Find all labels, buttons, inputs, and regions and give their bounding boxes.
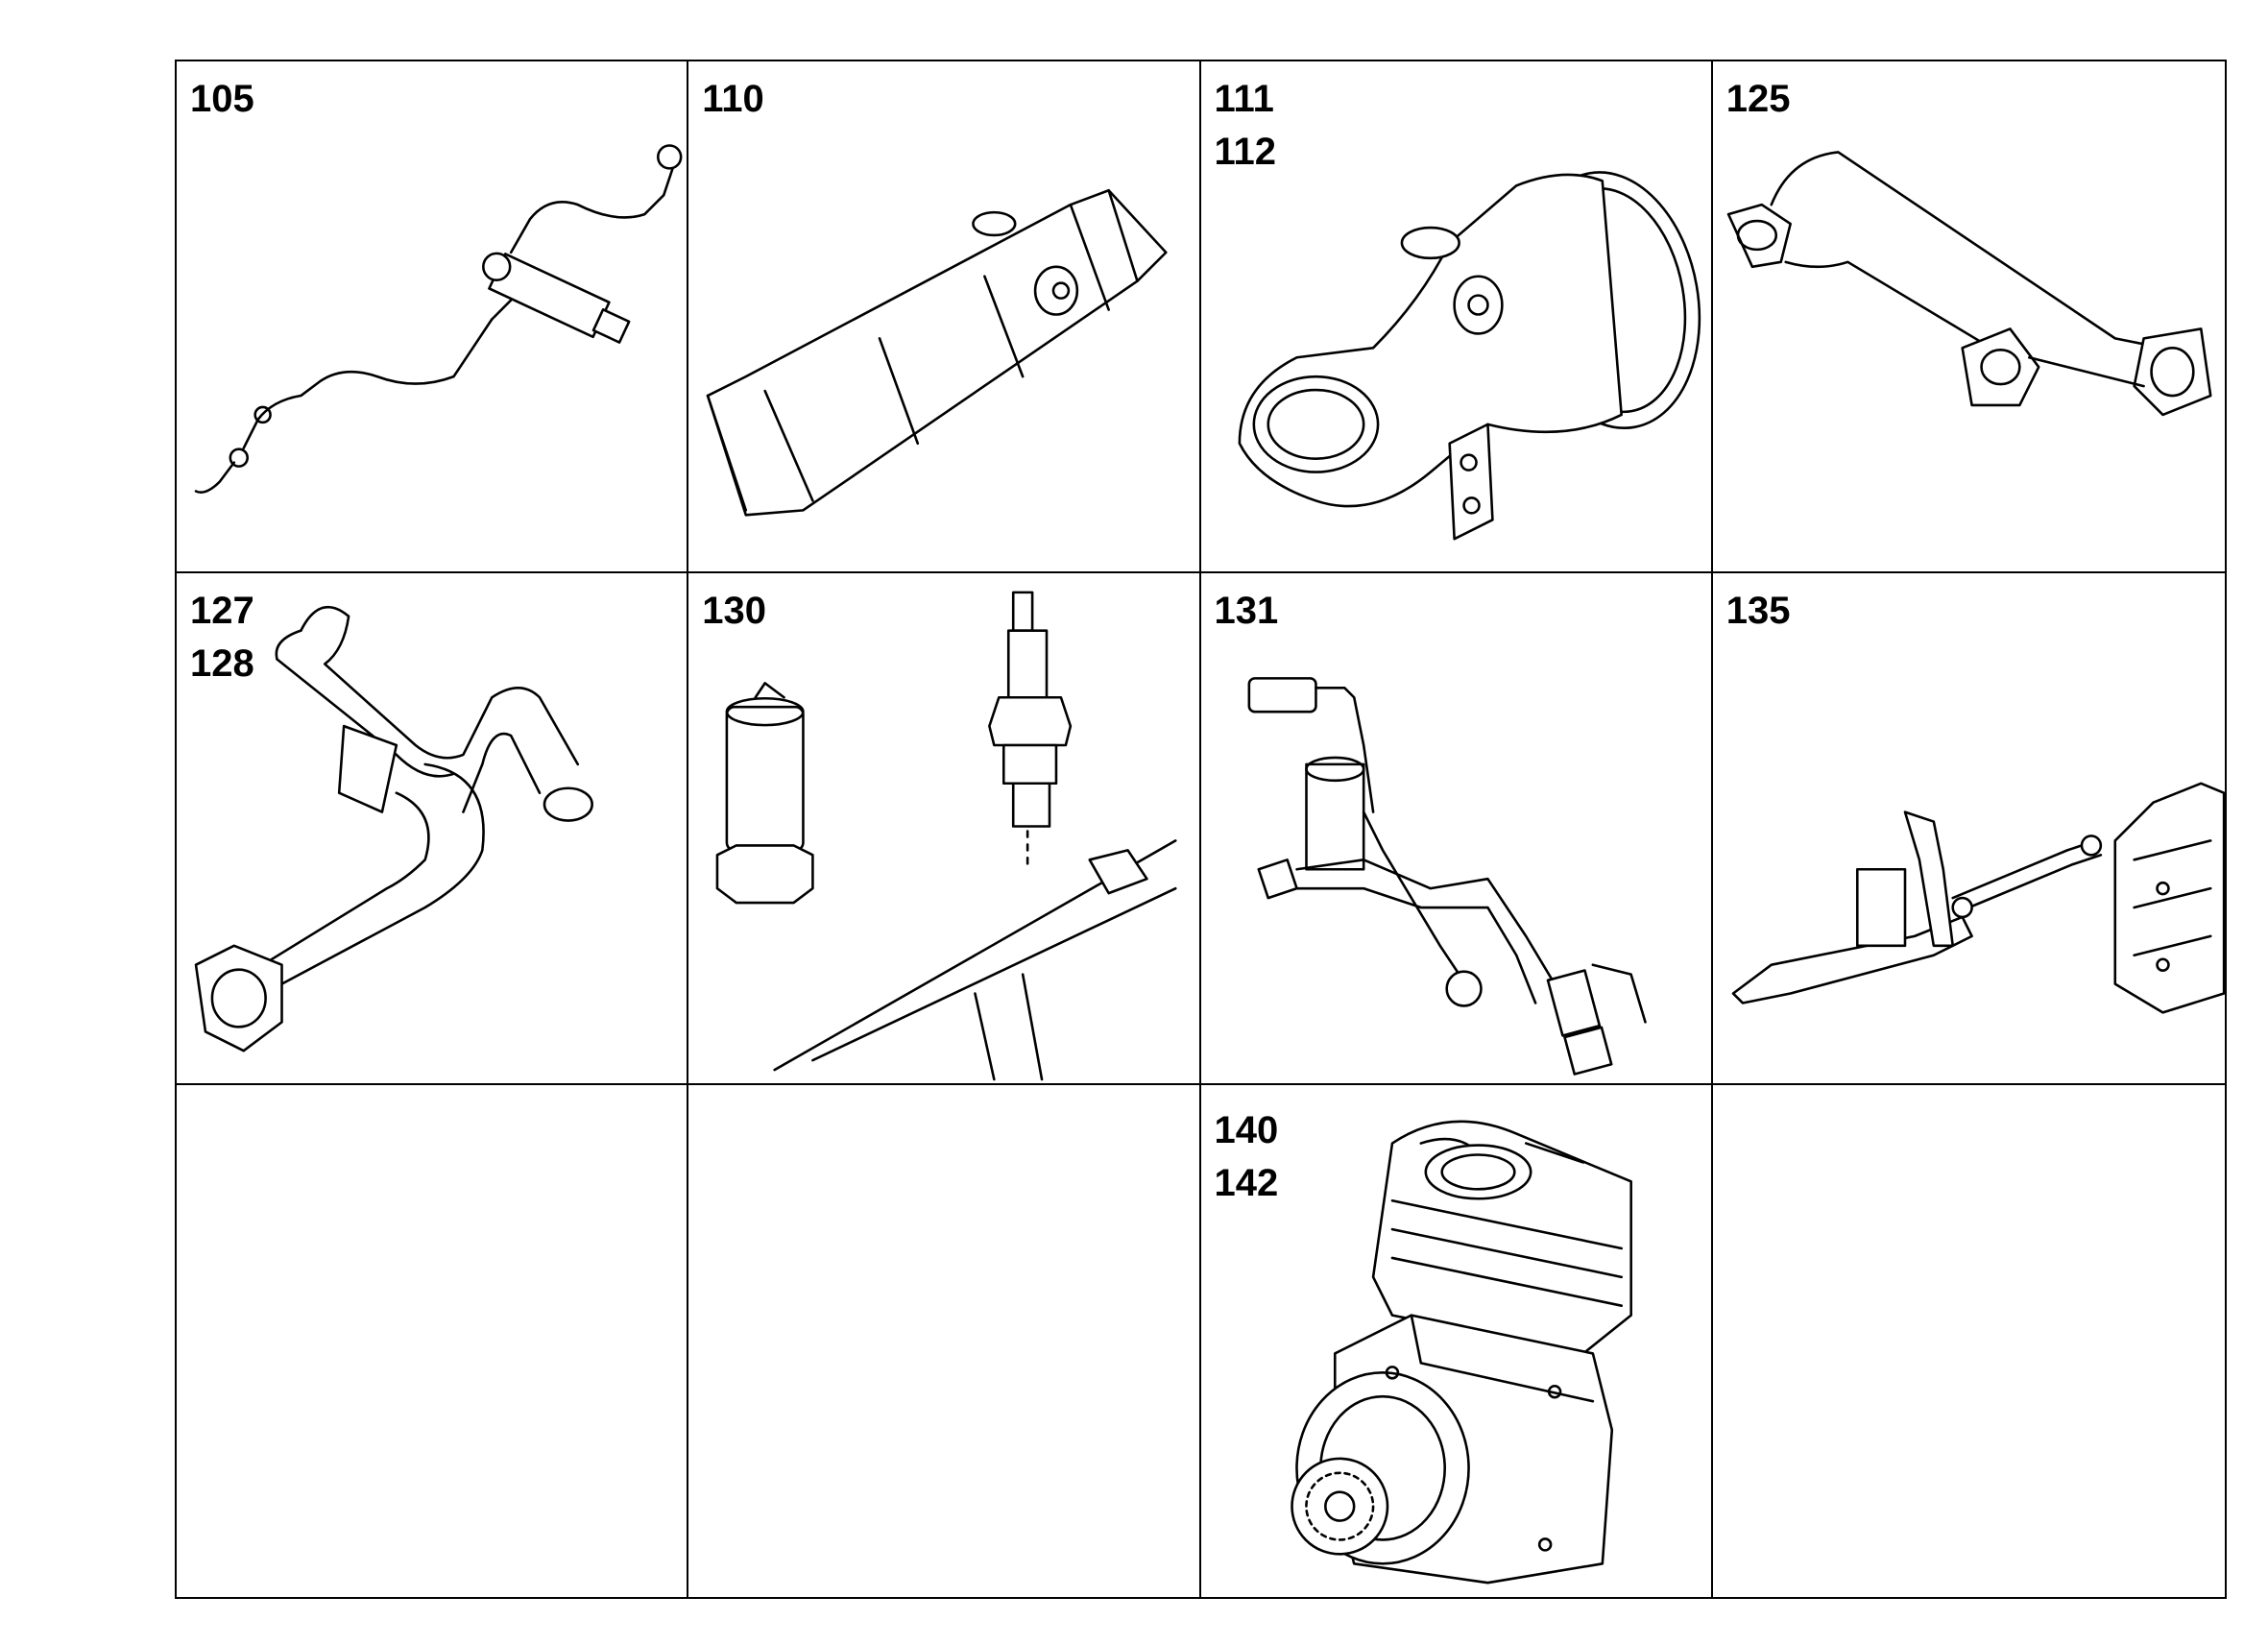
empty-cell xyxy=(177,1085,689,1597)
empty-cell xyxy=(688,1085,1201,1597)
cell-111-112[interactable]: 111 112 xyxy=(1200,61,1713,573)
cell-135[interactable]: 135 xyxy=(1712,573,2225,1085)
sensor-lines-illustration xyxy=(1247,677,1647,1076)
parts-grid: 105 110 xyxy=(175,60,2227,1599)
cell-131[interactable]: 131 xyxy=(1200,573,1713,1085)
exhaust-pipe-illustration xyxy=(1726,151,2212,417)
empty-cell xyxy=(1713,1085,2225,1597)
injector-line-illustration xyxy=(194,144,683,495)
linkage-rod-illustration xyxy=(1731,782,2225,1014)
part-number-label: 125 xyxy=(1725,78,1791,120)
part-number-label: 127 128 xyxy=(190,590,254,686)
part-number-label: 110 xyxy=(702,78,764,120)
glow-plug-illustration xyxy=(715,591,1177,1081)
cell-130[interactable]: 130 xyxy=(688,573,1201,1085)
cell-105[interactable]: 105 xyxy=(177,61,689,573)
part-number-label: 111 112 xyxy=(1214,78,1277,174)
cell-127-128[interactable]: 127 128 xyxy=(177,573,689,1085)
part-number-label: 140 142 xyxy=(1214,1109,1279,1205)
cell-140-142[interactable]: 140 142 xyxy=(1201,1085,1713,1597)
part-number-label: 130 xyxy=(702,590,766,632)
part-number-label: 105 xyxy=(190,78,254,120)
bent-pipe-illustration xyxy=(194,606,593,1052)
part-number-label: 131 xyxy=(1214,590,1279,632)
air-compressor-illustration xyxy=(1290,1120,1632,1585)
part-number-label: 135 xyxy=(1725,590,1791,632)
intake-elbow-illustration xyxy=(1238,171,1701,541)
cell-125[interactable]: 125 xyxy=(1712,61,2225,573)
cell-110[interactable]: 110 xyxy=(688,61,1201,573)
rocker-cover-illustration xyxy=(706,188,1168,517)
